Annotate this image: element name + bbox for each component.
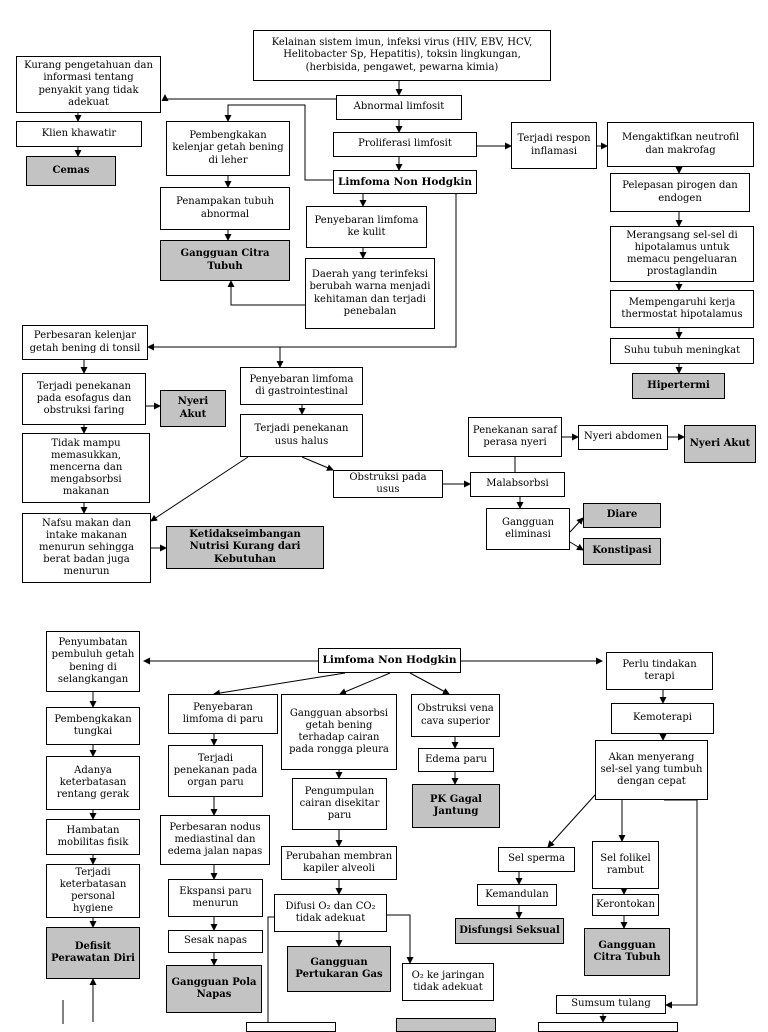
- diagnosis-disfungsi-seksual: Disfungsi Seksual: [455, 918, 564, 944]
- penekanan-paru-box: Terjadi penekanan pada organ paru: [168, 745, 263, 797]
- abnormal-limfosit-box: Abnormal limfosit: [336, 95, 462, 120]
- limfoma-non-hodgkin-box-2: Limfoma Non Hodgkin: [318, 648, 461, 673]
- gangguan-absorbsi-box: Gangguan absorbsi getah bening terhadap …: [281, 694, 397, 770]
- kurang-pengetahuan-box: Kurang pengetahuan dan informasi tentang…: [16, 56, 161, 113]
- pembengkakan-tungkai-box: Pembengkakan tungkai: [46, 707, 140, 745]
- proliferasi-limfosit-box: Proliferasi limfosit: [333, 132, 477, 157]
- sel-folikel-box: Sel folikel rambut: [592, 841, 659, 889]
- penekanan-esofagus-box: Terjadi penekanan pada esofagus dan obst…: [22, 373, 146, 425]
- sel-sperma-box: Sel sperma: [498, 847, 575, 872]
- kemoterapi-box: Kemoterapi: [611, 703, 714, 734]
- diagnosis-nyeri-akut-2: Nyeri Akut: [684, 425, 756, 463]
- diagnosis-hipertermi: Hipertermi: [632, 373, 725, 399]
- thermostat-box: Mempengaruhi kerja thermostat hipotalamu…: [610, 290, 754, 328]
- diagnosis-pola-napas: Gangguan Pola Napas: [166, 965, 262, 1013]
- hipotalamus-box: Merangsang sel-sel di hipotalamus untuk …: [610, 226, 754, 282]
- tonsil-box: Perbesaran kelenjar getah bening di tons…: [22, 325, 148, 360]
- usus-halus-box: Terjadi penekanan usus halus: [240, 414, 363, 457]
- penyebaran-paru-box: Penyebaran limfoma di paru: [168, 694, 278, 734]
- perbesaran-nodus-box: Perbesaran nodus mediastinal dan edema j…: [160, 815, 270, 865]
- tindakan-terapi-box: Perlu tindakan terapi: [606, 652, 713, 690]
- nyeri-abdomen-box: Nyeri abdomen: [578, 425, 668, 450]
- obstruksi-usus-box: Obstruksi pada usus: [333, 470, 443, 498]
- neutrofil-box: Mengaktifkan neutrofil dan makrofag: [607, 122, 754, 167]
- hambatan-mobilitas-box: Hambatan mobilitas fisik: [46, 819, 140, 855]
- perubahan-membran-box: Perubahan membran kapiler alveoli: [281, 846, 397, 880]
- diagnosis-nyeri-akut-1: Nyeri Akut: [160, 390, 226, 427]
- kerontokan-box: Kerontokan: [592, 894, 659, 916]
- klien-khawatir-box: Klien khawatir: [16, 121, 142, 147]
- sesak-napas-box: Sesak napas: [168, 930, 263, 953]
- gangguan-eliminasi-box: Gangguan eliminasi: [486, 508, 570, 550]
- ekspansi-paru-box: Ekspansi paru menurun: [168, 879, 263, 917]
- keterbatasan-hygiene-box: Terjadi keterbatasan personal hygiene: [46, 864, 140, 918]
- saraf-nyeri-box: Penekanan saraf perasa nyeri: [468, 417, 562, 457]
- diagnosis-cemas: Cemas: [26, 156, 116, 186]
- pembengkakan-leher-box: Pembengkakan kelenjar getah bening di le…: [166, 121, 290, 176]
- menyerang-sel-box: Akan menyerang sel-sel yang tumbuh denga…: [595, 740, 708, 800]
- tidak-mampu-box: Tidak mampu memasukkan, mencerna dan men…: [22, 433, 150, 503]
- obstruksi-vena-box: Obstruksi vena cava superior: [411, 694, 500, 737]
- o2-jaringan-box: O₂ ke jaringan tidak adekuat: [402, 963, 494, 1001]
- pirogen-box: Pelepasan pirogen dan endogen: [610, 173, 750, 212]
- nafsu-makan-box: Nafsu makan dan intake makanan menurun s…: [22, 513, 151, 583]
- keterbatasan-gerak-box: Adanya keterbatasan rentang gerak: [46, 756, 140, 810]
- penampakan-tubuh-box: Penampakan tubuh abnormal: [160, 187, 290, 230]
- penyumbatan-box: Penyumbatan pembuluh getah bening di sel…: [46, 631, 140, 692]
- truncated-diagnosis-box: [396, 1018, 496, 1032]
- diagnosis-citra-tubuh-1: Gangguan Citra Tubuh: [160, 240, 290, 281]
- diagnosis-citra-tubuh-2: Gangguan Citra Tubuh: [584, 928, 670, 976]
- gastrointestinal-box: Penyebaran limfoma di gastrointestinal: [240, 367, 363, 405]
- sumsum-tulang-box: Sumsum tulang: [556, 995, 666, 1014]
- penyebaran-kulit-box: Penyebaran limfoma ke kulit: [306, 206, 427, 248]
- diagnosis-pertukaran-gas: Gangguan Pertukaran Gas: [287, 946, 391, 992]
- respon-inflamasi-box: Terjadi respon inflamasi: [511, 122, 597, 169]
- suhu-tubuh-box: Suhu tubuh meningkat: [610, 338, 754, 364]
- pengumpulan-cairan-box: Pengumpulan cairan disekitar paru: [292, 778, 387, 830]
- etiology-box: Kelainan sistem imun, infeksi virus (HIV…: [253, 30, 551, 81]
- kemandulan-box: Kemandulan: [477, 884, 557, 906]
- malabsorbsi-box: Malabsorbsi: [470, 472, 565, 497]
- limfoma-non-hodgkin-box: Limfoma Non Hodgkin: [333, 170, 477, 194]
- diagnosis-gagal-jantung: PK Gagal Jantung: [412, 784, 500, 828]
- edema-paru-box: Edema paru: [418, 748, 494, 772]
- difusi-box: Difusi O₂ dan CO₂ tidak adekuat: [274, 894, 387, 932]
- diagnosis-diare: Diare: [583, 503, 661, 528]
- diagnosis-konstipasi: Konstipasi: [583, 538, 661, 565]
- diagnosis-defisit-perawatan: Defisit Perawatan Diri: [46, 927, 140, 979]
- diagnosis-nutrisi: Ketidakseimbangan Nutrisi Kurang dari Ke…: [166, 526, 324, 569]
- daerah-terinfeksi-box: Daerah yang terinfeksi berubah warna men…: [305, 258, 435, 329]
